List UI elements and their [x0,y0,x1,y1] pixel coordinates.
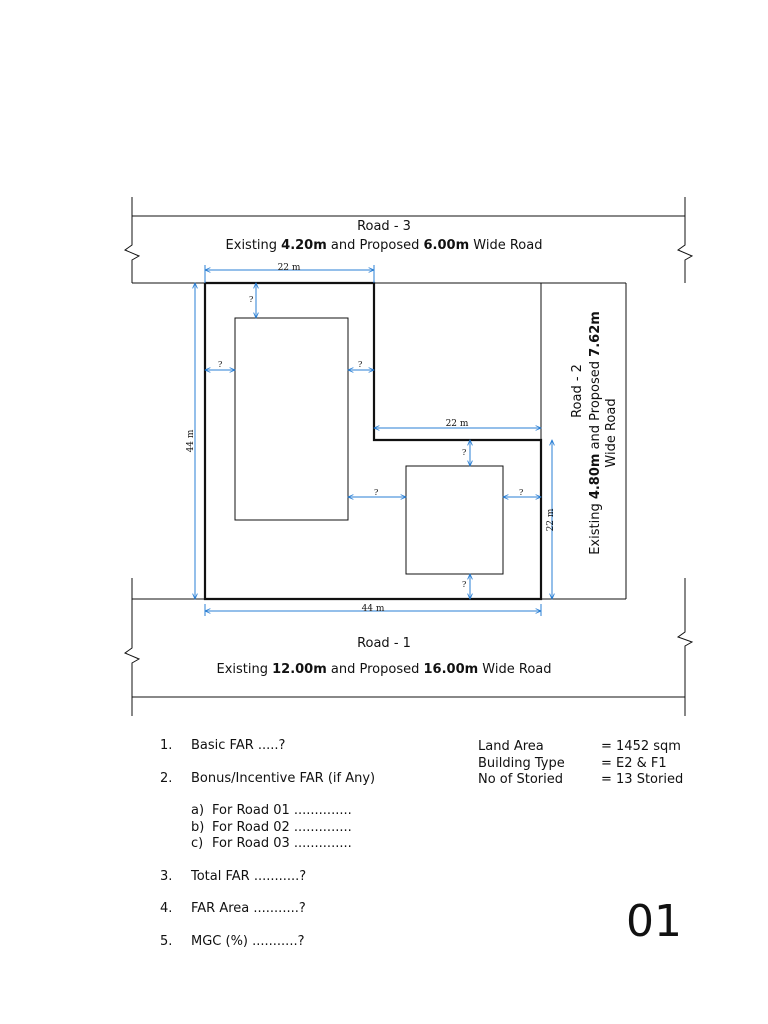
road-2-label: Road - 2 Existing 4.80m and Proposed 7.6… [570,311,619,555]
road-3-description: Existing 4.20m and Proposed 6.00m Wide R… [226,238,543,253]
road-1-label: Road - 1 Existing 12.00m and Proposed 16… [216,636,551,677]
info-row-building-type: Building Type = E2 & F1 [478,756,708,773]
road-1-name: Road - 1 [357,636,411,651]
project-info: Land Area = 1452 sqm Building Type = E2 … [478,739,708,789]
question-label: FAR Area ...........? [191,901,306,916]
info-row-land-area: Land Area = 1452 sqm [478,739,708,756]
setback-b1-top-label: ? [249,295,253,304]
sub-question-letter: c) [191,836,204,851]
question-label: Total FAR ...........? [191,868,307,884]
building-footprint-2 [405,465,504,575]
setback-b2-right-label: ? [519,488,523,497]
info-value: = 1452 sqm [601,739,681,754]
plot-l-shape-boundary [203,281,543,601]
road-2-width-suffix: Wide Road [604,398,619,467]
sub-question-label: For Road 02 .............. [212,819,352,835]
sub-question-label: For Road 01 .............. [212,803,352,818]
question-number: 1. [160,738,173,753]
setback-between-label: ? [374,488,378,497]
road-2-description: Existing 4.80m and Proposed 7.62m [588,311,603,555]
info-row-storied: No of Storied = 13 Storied [478,772,708,789]
dimension-lines [195,265,552,616]
sub-question-letter: b) [191,819,205,835]
info-label: Building Type [478,755,565,771]
dim-left-height-label: 44 m [186,429,196,452]
setback-b1-right-label: ? [358,360,362,369]
setback-b2-bottom-label: ? [462,580,466,589]
question-number: 5. [160,933,173,949]
info-label: Land Area [478,739,544,754]
dimension-labels: 22 m 44 m 22 m 22 m 44 m ? ? ? ? ? ? ? [186,263,556,614]
dim-top-width-label: 22 m [278,263,301,273]
road-1-description: Existing 12.00m and Proposed 16.00m Wide… [216,662,551,677]
setback-b2-top-label: ? [462,448,466,457]
dim-right-height-label: 22 m [546,508,556,531]
info-value: = 13 Storied [601,772,684,787]
question-label: MGC (%) ...........? [191,933,305,949]
road-3-name: Road - 3 [357,219,411,234]
building-footprint-1 [234,317,349,521]
road-3-lines [123,197,694,284]
road-3-label: Road - 3 Existing 4.20m and Proposed 6.0… [226,219,543,253]
setback-b1-left-label: ? [218,360,222,369]
info-value: = E2 & F1 [601,755,667,771]
page-number: 01 [626,896,682,947]
question-label: Basic FAR .....? [191,738,286,753]
dim-mid-width-label: 22 m [446,419,469,429]
question-number: 3. [160,868,173,884]
dim-bottom-width-label: 44 m [362,604,385,614]
sub-question-letter: a) [191,803,205,818]
question-label: Bonus/Incentive FAR (if Any) [191,770,376,786]
info-label: No of Storied [478,772,563,787]
question-number: 2. [160,770,173,786]
road-2-name: Road - 2 [570,364,585,418]
question-number: 4. [160,901,173,916]
sub-question-label: For Road 03 .............. [212,836,352,851]
